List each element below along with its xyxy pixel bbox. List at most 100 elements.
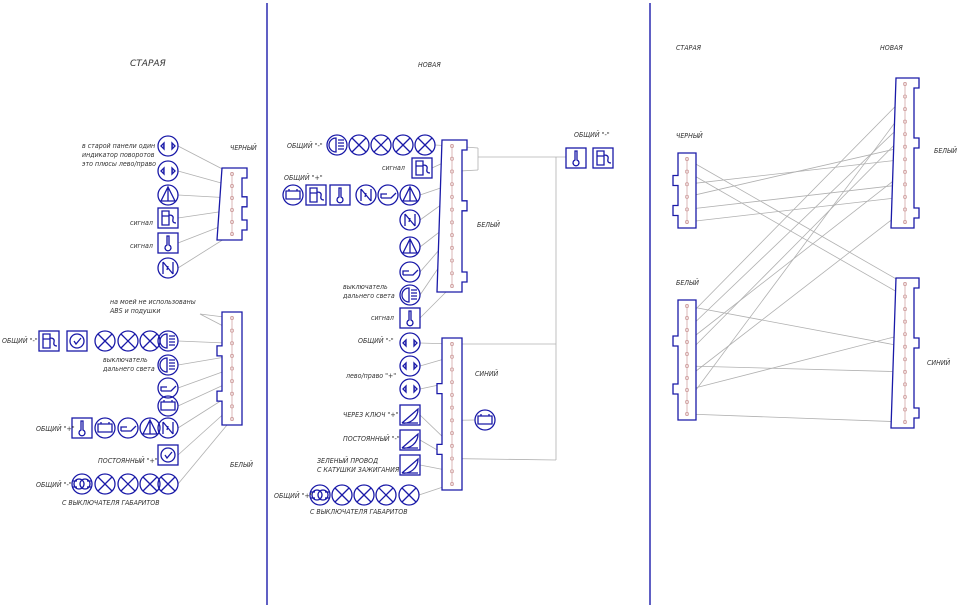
parking-icon: [309, 484, 331, 506]
cross-icon: [157, 473, 179, 495]
connector-outline: [672, 152, 697, 229]
connector-outline: [672, 299, 697, 421]
connector-block: [216, 311, 243, 426]
oil-icon: [117, 417, 139, 439]
cross-icon: [139, 473, 161, 495]
fuel-icon: [411, 157, 433, 179]
gauge-icon: [399, 404, 421, 426]
turn-icon: [399, 378, 421, 400]
cross-icon: [348, 134, 370, 156]
parking-icon: [71, 473, 93, 495]
signal-label: сигнал: [371, 314, 394, 322]
connector-block: [436, 139, 468, 293]
highbeam-label: дальнего света: [102, 365, 155, 373]
brake-icon: [157, 257, 179, 279]
clock-icon: [66, 330, 88, 352]
beam-icon: [326, 134, 348, 156]
temp-icon: [565, 147, 587, 169]
temp-icon: [329, 184, 351, 206]
connector-outline: [436, 337, 463, 491]
wire: [686, 171, 906, 297]
highbeam-label: дальнего света: [342, 292, 395, 300]
connector-label-white: БЕЛЫЙ: [477, 220, 500, 229]
connector-block: [436, 337, 463, 491]
hazard-icon: [157, 184, 179, 206]
fuel-icon: [157, 207, 179, 229]
common-plus-label: ОБЩИЙ "+": [36, 424, 75, 433]
connectors: [216, 77, 920, 491]
cross-icon: [139, 330, 161, 352]
new-blue-label: СИНИЙ: [927, 358, 951, 367]
cross-icon: [414, 134, 436, 156]
turn-icon: [157, 135, 179, 157]
wire: [686, 121, 906, 331]
indicator-icons: [38, 134, 614, 506]
parking-switch-label: С ВЫКЛЮЧАТЕЛЯ ГАБАРИТОВ: [310, 508, 408, 516]
cross-icon: [398, 484, 420, 506]
wire: [686, 108, 906, 403]
connector-outline: [216, 311, 243, 426]
unused-note: ABS и подушки: [109, 307, 160, 315]
wire: [686, 133, 906, 355]
old-white-label: БЕЛЫЙ: [676, 278, 699, 287]
common-minus-label: ОБЩИЙ "-": [358, 336, 394, 345]
constant-plus-label: ПОСТОЯННЫЙ "+": [98, 456, 158, 465]
new-white-label: БЕЛЫЙ: [934, 146, 957, 155]
cross-icon: [392, 134, 414, 156]
highbeam-label: выключатель: [343, 283, 388, 291]
fuel-icon: [305, 184, 327, 206]
parking-switch-label: С ВЫКЛЮЧАТЕЛЯ ГАБАРИТОВ: [62, 499, 160, 507]
common-minus-label: ОБЩИЙ "-": [574, 130, 610, 139]
battery-icon: [94, 417, 116, 439]
note-line: индикатор поворотов: [82, 151, 155, 159]
green-wire-label: С КАТУШКИ ЗАЖИГАНИЯ: [317, 466, 400, 474]
cross-icon: [117, 330, 139, 352]
oil-icon: [399, 261, 421, 283]
wire: [451, 458, 557, 461]
turn-icon: [399, 355, 421, 377]
beam-icon: [157, 330, 179, 352]
wire: [686, 209, 906, 379]
cross-icon: [353, 484, 375, 506]
signal-label: сигнал: [130, 242, 153, 250]
wire: [686, 146, 906, 198]
wire: [686, 158, 906, 285]
connector-block: [890, 77, 920, 229]
cross-icon: [331, 484, 353, 506]
signal-label: сигнал: [130, 219, 153, 227]
turn-icon: [399, 332, 421, 354]
wire: [686, 413, 906, 423]
oil-icon: [157, 377, 179, 399]
wire: [686, 196, 906, 223]
battery-icon: [474, 409, 496, 431]
brake-icon: [355, 184, 377, 206]
brake-icon: [157, 417, 179, 439]
wire: [686, 365, 906, 373]
old-title: СТАРАЯ: [676, 44, 702, 52]
hazard-icon: [399, 236, 421, 258]
note-line: в старой панели один: [82, 142, 155, 150]
brake-icon: [399, 209, 421, 231]
connector-label-white: БЕЛЫЙ: [230, 460, 253, 469]
wire: [686, 171, 906, 343]
common-plus-label: ОБЩИЙ "+": [284, 173, 323, 182]
cross-icon: [375, 484, 397, 506]
center-title: НОВАЯ: [418, 61, 441, 69]
wire: [686, 96, 906, 319]
connector-label-blue: СИНИЙ: [475, 369, 499, 378]
oil-icon: [377, 184, 399, 206]
cross-icon: [94, 473, 116, 495]
via-key-label: ЧЕРЕЗ КЛЮЧ "+": [343, 411, 399, 419]
hazard-icon: [139, 417, 161, 439]
common-plus-label: ОБЩИЙ "+": [274, 491, 313, 500]
common-minus-label: ОБЩИЙ "-": [287, 141, 323, 150]
left-title: СТАРАЯ: [130, 59, 166, 69]
clock-icon: [157, 444, 179, 466]
left-right-label: лево/право "+": [345, 372, 396, 380]
connector-block: [672, 299, 697, 421]
gauge-icon: [399, 454, 421, 476]
highbeam-label: выключатель: [103, 356, 148, 364]
battery-icon: [282, 184, 304, 206]
hazard-icon: [399, 184, 421, 206]
wire: [686, 333, 906, 391]
